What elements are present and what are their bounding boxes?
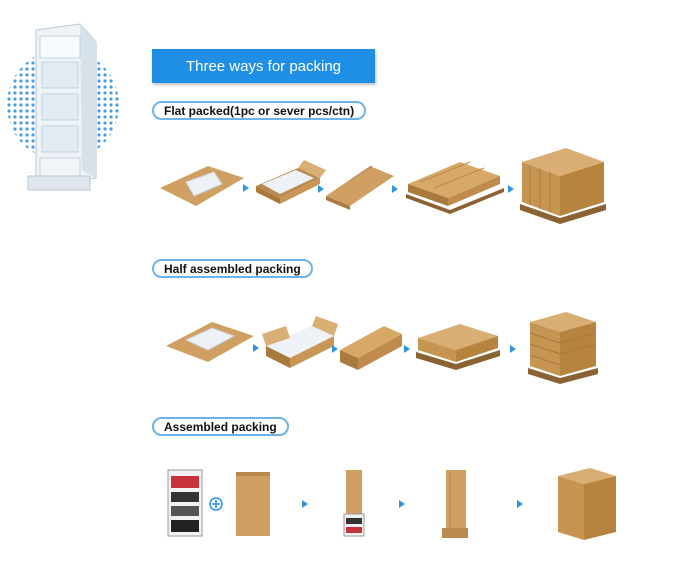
plus-icon: [209, 497, 223, 511]
arrow-right-icon: [517, 500, 523, 508]
arrow-right-icon: [392, 185, 398, 193]
flat-step-4: [406, 161, 504, 214]
flat-step-1: [160, 166, 244, 206]
half-step-4: [416, 324, 500, 370]
section-label-flat-packed: Flat packed(1pc or sever pcs/ctn): [152, 101, 367, 120]
arrow-right-icon: [508, 185, 514, 193]
arrow-right-icon: [510, 345, 516, 353]
section-label-assembled: Assembled packing: [152, 417, 289, 436]
half-step-2: [262, 316, 338, 368]
page-title: Three ways for packing: [152, 49, 375, 83]
arrow-right-icon: [302, 500, 308, 508]
carton-icon: [236, 472, 270, 536]
flat-step-5-pallet: [520, 148, 606, 224]
arrow-right-icon: [253, 344, 259, 352]
pallet-icon: [558, 468, 616, 540]
assembled-step-3: [343, 470, 365, 537]
half-step-1: [166, 322, 254, 362]
half-step-3: [340, 326, 402, 370]
arrow-right-icon: [399, 500, 405, 508]
arrow-right-icon: [318, 185, 324, 193]
flat-step-2: [256, 160, 326, 204]
display-stand-icon: [7, 23, 119, 191]
arrow-right-icon: [332, 345, 338, 353]
arrow-right-icon: [243, 184, 249, 192]
flat-step-3: [326, 165, 394, 210]
assembled-step-4: [442, 470, 468, 538]
section-label-half-assembled: Half assembled packing: [152, 259, 313, 278]
half-step-5-pallet: [528, 312, 598, 384]
assembled-display-icon: [167, 469, 203, 537]
arrow-right-icon: [404, 345, 410, 353]
